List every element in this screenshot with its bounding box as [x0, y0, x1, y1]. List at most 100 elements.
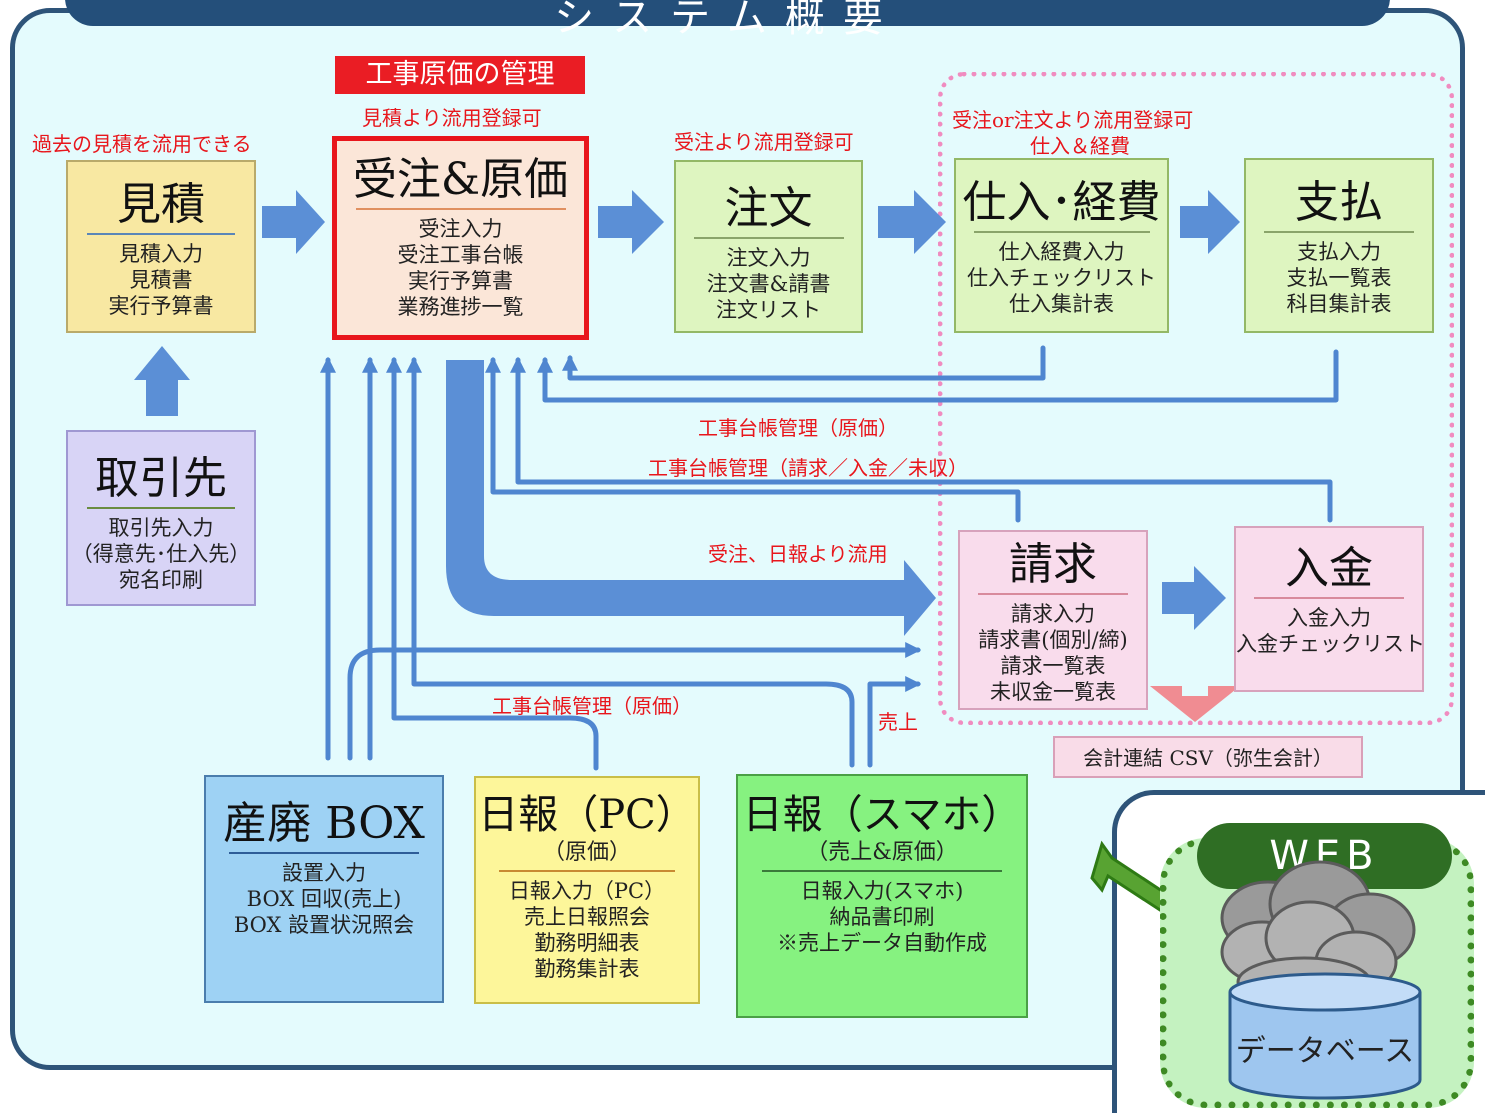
- cost-management-badge: 工事原価の管理: [335, 56, 585, 94]
- divider: [87, 506, 235, 509]
- order-cost-line-4: 業務進捗一覧: [397, 294, 524, 319]
- billing-line-2: 請求書(個別/締): [978, 627, 1128, 652]
- purchase-expense-heading: 仕入･経費: [962, 177, 1161, 228]
- order-cost-heading: 受注&原価: [352, 154, 569, 205]
- receipt-line-1: 入金入力: [1287, 605, 1371, 630]
- estimate-line-1: 見積入力: [119, 241, 203, 266]
- annotation-ledger-cost: 工事台帳管理（原価）: [698, 416, 898, 440]
- arrow-po-to-purchase: [878, 190, 946, 254]
- receipt-heading: 入金: [1285, 543, 1373, 594]
- divider: [973, 230, 1150, 233]
- accounting-csv-label: 会計連結 CSV（弥生会計）: [1053, 736, 1363, 778]
- client-heading: 取引先: [95, 453, 227, 504]
- line-box-to-billing: [347, 641, 922, 761]
- annotation-purchase-expense: 仕入＆経費: [1030, 134, 1130, 158]
- annotation-from-order: 受注より流用登録可: [674, 130, 854, 154]
- daily-report-smartphone-line-3: ※売上データ自動作成: [777, 931, 987, 955]
- annotation-ledger-billing: 工事台帳管理（請求／入金／未収）: [648, 456, 968, 480]
- order-cost-line-1: 受注入力: [418, 216, 503, 241]
- block-arrows: [134, 190, 1240, 636]
- purchase-order-line-2: 注文書&請書: [706, 271, 831, 296]
- billing-line-3: 請求一覧表: [1000, 653, 1106, 678]
- divider: [762, 870, 1002, 872]
- divider: [1264, 230, 1414, 233]
- daily-report-smartphone-subheading: （売上&原価）: [806, 840, 958, 865]
- arrow-estimate-to-order: [262, 190, 325, 254]
- billing-line-4: 未収金一覧表: [990, 679, 1116, 704]
- arrow-billing-to-receipt: [1162, 566, 1226, 630]
- payment-box[interactable]: 支払 支払入力 支払一覧表 科目集計表: [1244, 158, 1434, 333]
- divider: [978, 592, 1128, 595]
- purchase-order-box[interactable]: 注文 注文入力 注文書&請書 注文リスト: [674, 160, 863, 333]
- purchase-order-heading: 注文: [724, 183, 813, 234]
- daily-report-pc-line-1: 日報入力（PC）: [508, 879, 666, 903]
- annotation-ledger-cost-2: 工事台帳管理（原価）: [492, 694, 692, 718]
- payment-heading: 支払: [1295, 177, 1383, 228]
- line-payment-to-order: [536, 349, 1339, 403]
- daily-report-smartphone-heading: 日報（スマホ）: [742, 792, 1022, 838]
- daily-report-smartphone-line-1: 日報入力(スマホ): [800, 879, 964, 903]
- purchase-expense-line-1: 仕入経費入力: [998, 239, 1125, 264]
- purchase-expense-line-2: 仕入チェックリスト: [967, 265, 1156, 290]
- line-smartphone-to-order: [405, 356, 855, 768]
- client-line-3: 宛名印刷: [119, 567, 203, 592]
- waste-box-line-3: BOX 設置状況照会: [233, 912, 415, 937]
- order-cost-line-3: 実行予算書: [408, 268, 513, 293]
- payment-line-2: 支払一覧表: [1286, 265, 1392, 290]
- arrow-order-to-po: [598, 190, 664, 254]
- arrow-purchase-to-payment: [1180, 190, 1240, 254]
- payment-line-3: 科目集計表: [1286, 291, 1392, 316]
- client-line-1: 取引先入力: [108, 515, 214, 540]
- web-label: WEB: [1197, 823, 1452, 889]
- daily-report-smartphone-line-2: 納品書印刷: [829, 905, 935, 929]
- database-icon: [1228, 972, 1422, 1100]
- line-smartphone-to-billing: [867, 675, 922, 768]
- arrow-client-to-estimate: [134, 346, 190, 416]
- daily-report-pc-line-4: 勤務集計表: [534, 957, 640, 981]
- daily-report-smartphone-box[interactable]: 日報（スマホ） （売上&原価） 日報入力(スマホ) 納品書印刷 ※売上データ自動…: [736, 774, 1028, 1018]
- daily-report-pc-line-2: 売上日報照会: [524, 905, 650, 929]
- order-cost-box[interactable]: 受注&原価 受注入力 受注工事台帳 実行予算書 業務進捗一覧: [332, 136, 589, 340]
- divider: [499, 870, 675, 872]
- line-pc-to-order: [385, 356, 599, 771]
- annotation-from-order-or-po: 受注or注文より流用登録可: [952, 108, 1194, 132]
- arrow-csv: [1150, 686, 1240, 722]
- line-billing-to-order: [484, 356, 1021, 523]
- divider: [87, 232, 235, 235]
- daily-report-pc-heading: 日報（PC）: [478, 792, 696, 838]
- purchase-order-line-3: 注文リスト: [716, 297, 821, 322]
- divider: [355, 207, 566, 210]
- estimate-heading: 見積: [117, 179, 205, 230]
- client-box[interactable]: 取引先 取引先入力 （得意先･仕入先） 宛名印刷: [66, 430, 256, 606]
- billing-heading: 請求: [1009, 539, 1097, 590]
- waste-box[interactable]: 産廃 BOX 設置入力 BOX 回収(売上) BOX 設置状況照会: [204, 775, 444, 1003]
- estimate-line-3: 実行予算書: [108, 293, 214, 318]
- waste-box-line-1: 設置入力: [282, 860, 366, 885]
- waste-box-line-2: BOX 回収(売上): [246, 886, 402, 911]
- receipt-box[interactable]: 入金 入金入力 入金チェックリスト: [1234, 526, 1425, 692]
- purchase-expense-box[interactable]: 仕入･経費 仕入経費入力 仕入チェックリスト 仕入集計表: [954, 158, 1169, 333]
- billing-box[interactable]: 請求 請求入力 請求書(個別/締) 請求一覧表 未収金一覧表: [958, 530, 1148, 710]
- annotation-from-order-daily: 受注、日報より流用: [708, 542, 888, 566]
- annotation-sales: 売上: [878, 710, 918, 734]
- daily-report-pc-subheading: （原価）: [542, 840, 631, 865]
- line-receipt-to-order: [509, 356, 1333, 523]
- divider: [693, 236, 844, 239]
- payment-line-1: 支払入力: [1297, 239, 1381, 264]
- daily-report-pc-box[interactable]: 日報（PC） （原価） 日報入力（PC） 売上日報照会 勤務明細表 勤務集計表: [474, 776, 700, 1004]
- divider: [229, 851, 419, 854]
- annotation-from-estimate: 見積より流用登録可: [362, 106, 542, 130]
- waste-box-heading: 産廃 BOX: [223, 798, 425, 849]
- receipt-line-2: 入金チェックリスト: [1236, 631, 1425, 656]
- daily-report-pc-line-3: 勤務明細表: [534, 931, 640, 955]
- database-label: データベース: [1235, 1034, 1415, 1069]
- diagram-title: システム概要: [65, 0, 1390, 41]
- estimate-line-2: 見積書: [129, 267, 193, 292]
- order-cost-line-2: 受注工事台帳: [397, 242, 524, 267]
- divider: [1254, 596, 1404, 599]
- estimate-box[interactable]: 見積 見積入力 見積書 実行予算書: [66, 160, 256, 333]
- billing-line-1: 請求入力: [1011, 601, 1095, 626]
- annotation-past-estimate: 過去の見積を流用できる: [32, 132, 252, 156]
